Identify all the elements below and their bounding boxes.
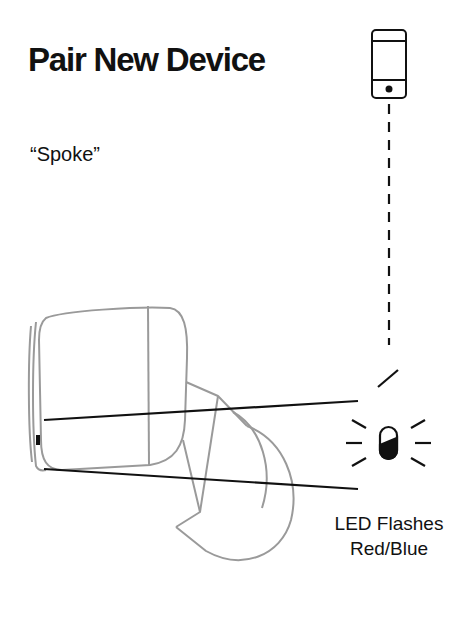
diagram-title: Pair New Device <box>28 40 265 80</box>
leader-lines <box>44 401 358 489</box>
pairing-dashed-line <box>388 104 390 345</box>
signal-stroke <box>378 370 398 387</box>
device-name: “Spoke” <box>30 142 100 166</box>
led-status-label: LED Flashes Red/Blue <box>318 511 460 561</box>
led-window <box>36 435 40 445</box>
earbud-outline <box>29 306 294 560</box>
led-flash-symbol <box>346 420 431 466</box>
phone-icon <box>372 30 406 98</box>
